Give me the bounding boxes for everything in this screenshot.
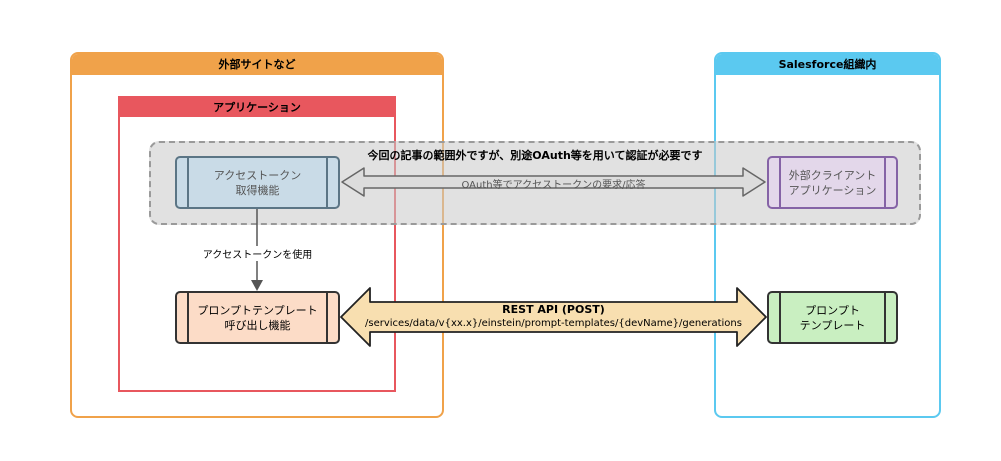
external-site-title: 外部サイトなど: [72, 54, 442, 75]
rest-api-double-arrow: [340, 287, 767, 347]
external-site-group: 外部サイトなど: [70, 52, 444, 418]
prompt-template-box: プロンプト テンプレート: [767, 291, 898, 344]
use-token-label: アクセストークンを使用: [195, 246, 320, 261]
application-title: アプリケーション: [120, 98, 394, 117]
rest-api-title: REST API (POST): [502, 303, 605, 316]
external-client-box: 外部クライアント アプリケーション: [767, 156, 898, 209]
salesforce-org-title: Salesforce組織内: [716, 54, 939, 75]
use-token-arrowhead: [251, 280, 263, 291]
oauth-exchange-label: OAuth等でアクセストークンの要求/応答: [461, 180, 646, 191]
token-acquisition-box: アクセストークン 取得機能: [175, 156, 340, 209]
oauth-double-arrow: [341, 167, 766, 197]
out-of-scope-note: 今回の記事の範囲外ですが、別途OAuth等を用いて認証が必要です: [367, 149, 703, 162]
salesforce-org-group: Salesforce組織内: [714, 52, 941, 418]
rest-api-path: /services/data/v{xx.x}/einstein/prompt-t…: [365, 318, 742, 329]
application-group: アプリケーション: [118, 96, 396, 392]
prompt-invoke-box: プロンプトテンプレート 呼び出し機能: [175, 291, 340, 344]
